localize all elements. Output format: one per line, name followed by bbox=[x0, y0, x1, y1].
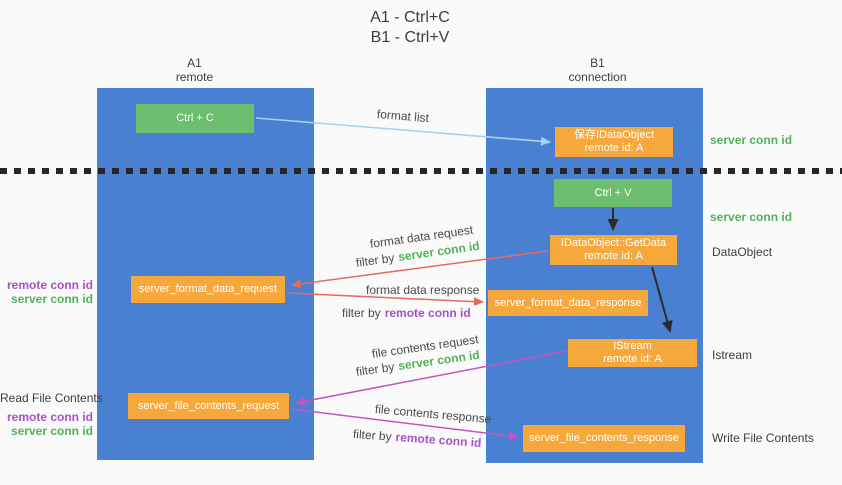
arrow-format-data-response bbox=[286, 292, 484, 307]
label-conn-ids-format-request: remote conn id server conn id bbox=[0, 278, 93, 306]
label-server-conn-id-bottom-left: server conn id bbox=[10, 424, 93, 438]
label-istream: Istream bbox=[712, 348, 753, 362]
label-remote-conn-id-top-left: remote conn id bbox=[6, 278, 93, 292]
node-ctrl-v: Ctrl + V bbox=[554, 179, 672, 207]
label-dataobject: DataObject bbox=[712, 245, 773, 259]
filter-prefix: filter by bbox=[352, 427, 393, 444]
getdata-line1: IDataObject::GetData bbox=[560, 237, 667, 249]
label-read-file-contents: Read File Contents bbox=[0, 391, 103, 405]
label-remote-conn-id-bottom-left: remote conn id bbox=[6, 410, 93, 424]
lane-b1-name: B1 bbox=[590, 56, 605, 70]
arrow-format-data-request bbox=[291, 250, 549, 289]
arrow-getdata-to-istream bbox=[651, 266, 673, 333]
label-server-conn-id-top-right: server conn id bbox=[710, 133, 793, 147]
file-request-label: server_file_contents_request bbox=[137, 399, 280, 412]
label-format-data-response: format data response bbox=[366, 283, 480, 297]
ctrl-c-label: Ctrl + C bbox=[176, 112, 214, 124]
getdata-line2: remote id: A bbox=[584, 250, 643, 262]
node-server-format-data-request: server_format_data_request bbox=[131, 276, 285, 303]
istream-line1: IStream bbox=[613, 340, 652, 352]
label-server-conn-id-top-left: server conn id bbox=[10, 292, 93, 306]
title-line-ctrl-v: B1 - Ctrl+V bbox=[370, 29, 450, 46]
node-save-dataobject: 保存IDataObject remote id: A bbox=[555, 127, 673, 157]
node-idataobject-getdata: IDataObject::GetData remote id: A bbox=[550, 235, 677, 265]
node-istream: IStream remote id: A bbox=[568, 339, 697, 367]
label-write-file-contents: Write File Contents bbox=[712, 431, 814, 445]
node-server-format-data-response: server_format_data_response bbox=[488, 290, 648, 316]
diagram-title: A1 - Ctrl+C B1 - Ctrl+V bbox=[320, 8, 500, 48]
arrow-format-list bbox=[255, 117, 551, 146]
file-response-label: server_file_contents_response bbox=[529, 432, 679, 444]
arrow-file-contents-response bbox=[290, 408, 519, 441]
node-ctrl-c: Ctrl + C bbox=[136, 104, 254, 133]
filter-prefix: filter by bbox=[342, 306, 381, 320]
save-dataobject-line2: remote id: A bbox=[584, 142, 644, 154]
lane-header-a1: A1 remote bbox=[86, 56, 303, 84]
lane-a1-role: remote bbox=[175, 70, 214, 84]
label-conn-ids-file-request: remote conn id server conn id bbox=[0, 410, 93, 438]
lane-b1-role: connection bbox=[568, 70, 627, 84]
istream-line2: remote id: A bbox=[603, 353, 662, 365]
lane-a1-name: A1 bbox=[187, 56, 202, 70]
node-server-file-contents-response: server_file_contents_response bbox=[523, 425, 685, 452]
save-dataobject-line1: 保存IDataObject bbox=[573, 129, 655, 141]
arrow-file-contents-request bbox=[295, 350, 567, 406]
format-request-label: server_format_data_request bbox=[138, 283, 278, 295]
filter-token-remote-conn-id: remote conn id bbox=[384, 306, 471, 320]
title-line-ctrl-c: A1 - Ctrl+C bbox=[370, 9, 450, 26]
format-response-label: server_format_data_response bbox=[494, 296, 642, 309]
node-server-file-contents-request: server_file_contents_request bbox=[128, 393, 289, 419]
lane-header-b1: B1 connection bbox=[489, 56, 706, 84]
ctrl-v-label: Ctrl + V bbox=[594, 186, 632, 199]
label-server-conn-id-mid-right: server conn id bbox=[710, 210, 793, 224]
